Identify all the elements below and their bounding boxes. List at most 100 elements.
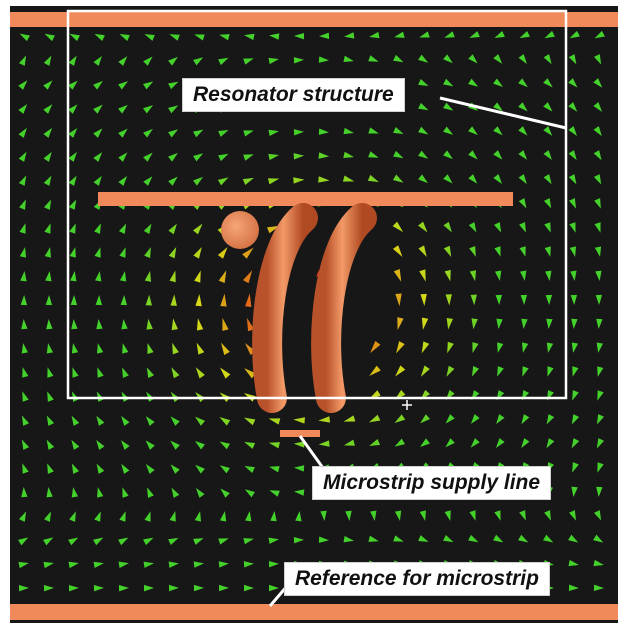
field-arrow xyxy=(344,32,355,39)
field-arrow xyxy=(445,414,455,424)
field-arrow xyxy=(518,150,528,160)
field-arrow xyxy=(47,463,54,474)
field-arrow xyxy=(319,32,330,39)
field-arrow xyxy=(522,366,529,377)
field-arrow xyxy=(120,294,128,306)
field-arrow xyxy=(342,175,355,182)
field-arrow xyxy=(595,270,602,281)
field-arrow xyxy=(571,438,580,449)
field-arrow xyxy=(96,439,105,450)
field-arrow xyxy=(543,126,553,136)
field-arrow xyxy=(394,510,402,521)
field-arrow xyxy=(243,130,254,137)
field-arrow xyxy=(118,56,128,66)
field-arrow xyxy=(70,271,77,282)
field-arrow xyxy=(494,246,501,257)
field-arrow xyxy=(144,511,151,522)
field-arrow xyxy=(43,80,53,90)
field-arrow xyxy=(143,176,153,186)
field-arrow xyxy=(443,245,452,257)
field-arrow xyxy=(218,130,229,137)
field-arrow xyxy=(596,342,603,353)
field-arrow xyxy=(444,31,455,38)
field-arrow xyxy=(194,270,201,283)
field-arrow xyxy=(93,175,102,186)
field-arrow xyxy=(495,294,503,305)
field-arrow xyxy=(46,343,54,354)
field-arrow xyxy=(469,31,480,38)
field-arrow xyxy=(468,150,478,160)
field-arrow xyxy=(119,511,126,522)
field-arrow xyxy=(494,31,505,39)
field-arrow xyxy=(46,415,55,426)
field-arrow xyxy=(420,414,431,424)
field-arrow xyxy=(20,271,27,282)
field-arrow xyxy=(418,54,429,63)
field-arrow xyxy=(122,343,129,354)
field-arrow xyxy=(168,105,179,114)
field-arrow xyxy=(171,318,179,331)
field-arrow xyxy=(421,341,430,354)
field-arrow xyxy=(397,317,404,331)
field-arrow xyxy=(171,487,180,498)
field-arrow xyxy=(43,55,52,66)
field-arrow xyxy=(96,319,103,330)
field-arrow xyxy=(493,102,503,112)
field-arrow xyxy=(471,366,480,377)
microstrip-supply-line xyxy=(280,430,320,437)
field-arrow xyxy=(144,247,151,258)
field-arrow xyxy=(196,342,205,355)
field-arrow xyxy=(21,319,28,330)
field-arrow xyxy=(97,487,104,498)
field-arrow xyxy=(168,561,179,568)
field-arrow xyxy=(45,271,52,282)
field-arrow xyxy=(518,102,528,112)
field-arrow xyxy=(520,294,528,305)
field-arrow xyxy=(94,33,105,42)
field-arrow xyxy=(294,465,305,472)
field-arrow xyxy=(546,438,555,449)
field-arrow xyxy=(119,271,127,282)
field-arrow xyxy=(47,367,54,378)
field-arrow xyxy=(393,535,404,542)
field-arrow xyxy=(596,318,603,329)
field-arrow xyxy=(494,270,502,281)
field-arrow xyxy=(69,33,80,42)
field-arrow xyxy=(443,174,453,184)
field-arrow xyxy=(18,127,27,138)
field-arrow xyxy=(118,128,128,138)
field-arrow xyxy=(93,537,104,546)
field-arrow xyxy=(543,102,553,112)
microstrip-supply-label: Microstrip supply line xyxy=(312,466,552,500)
field-arrow xyxy=(569,198,577,209)
field-arrow xyxy=(597,366,604,377)
field-arrow xyxy=(46,439,55,450)
field-arrow xyxy=(596,438,605,449)
field-arrow xyxy=(593,174,602,185)
field-arrow xyxy=(572,366,579,377)
field-arrow xyxy=(543,174,552,185)
field-arrow xyxy=(418,535,429,542)
field-arrow xyxy=(168,152,178,162)
field-arrow xyxy=(545,270,552,281)
field-arrow xyxy=(293,537,304,544)
field-arrow xyxy=(44,33,55,42)
field-arrow xyxy=(593,534,604,543)
field-arrow xyxy=(518,534,529,543)
field-arrow xyxy=(170,440,180,450)
field-arrow xyxy=(169,34,180,41)
field-arrow xyxy=(21,415,29,426)
field-arrow xyxy=(193,584,204,592)
field-arrow xyxy=(220,367,231,379)
field-arrow xyxy=(596,486,603,497)
field-arrow xyxy=(194,441,205,450)
field-arrow xyxy=(494,510,501,521)
field-arrow xyxy=(243,58,254,65)
field-arrow xyxy=(243,561,254,568)
field-arrow xyxy=(71,487,79,498)
field-arrow xyxy=(593,559,604,567)
field-arrow xyxy=(21,439,30,450)
field-arrow xyxy=(497,342,504,353)
field-arrow xyxy=(118,176,128,186)
field-arrow xyxy=(168,223,177,235)
